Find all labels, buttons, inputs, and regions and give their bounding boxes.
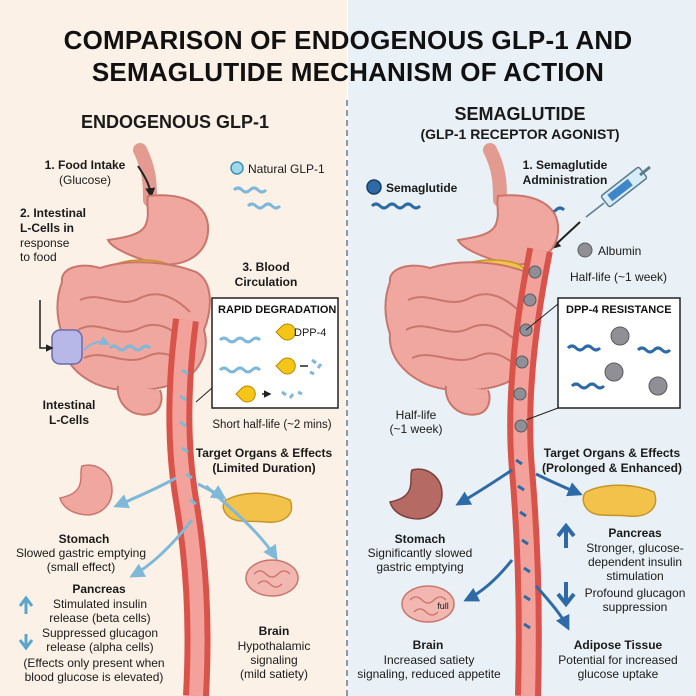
lcell-pointer-arrow: [40, 300, 52, 348]
right-stomach-title: Stomach: [350, 532, 490, 546]
natural-glp1-legend: Natural GLP-1: [248, 162, 344, 176]
dpp4-resistance-title: DPP-4 RESISTANCE: [566, 304, 672, 316]
step2-line-4: to food: [20, 250, 57, 264]
short-half-life: Short half-life (~2 mins): [200, 418, 344, 432]
left-lcell-cluster: [52, 330, 82, 364]
lcells-line-1: Intestinal: [24, 398, 114, 412]
albumin-label: Albumin: [598, 244, 678, 258]
right-brain-line-1: Increased satiety: [356, 653, 502, 667]
right-subheading: (GLP-1 RECEPTOR AGONIST): [380, 126, 660, 142]
left-stomach: [108, 195, 208, 264]
left-stomach-title: Stomach: [14, 532, 154, 546]
strong-glucagon-down-arrow: [558, 582, 574, 604]
right-pancreas-line-3: stimulation: [576, 569, 694, 583]
left-brain-line-3: (mild satiety): [224, 667, 324, 681]
right-targets-title: Target Organs & Effects: [534, 446, 690, 460]
semaglutide-legend-strand: [372, 204, 420, 208]
left-colon-bottom: [118, 386, 162, 415]
title-line-2: SEMAGLUTIDE MECHANISM OF ACTION: [0, 56, 696, 88]
left-targets-title: Target Organs & Effects: [188, 446, 340, 460]
right-targets-sub: (Prolonged & Enhanced): [534, 461, 690, 475]
adipose-line-2: glucose uptake: [548, 667, 688, 681]
half-life-line-2: (~1 week): [376, 422, 456, 436]
albumin-legend-icon: [578, 243, 592, 257]
right-stomach-small: [390, 469, 442, 519]
right-arrow-stomach: [458, 470, 512, 504]
right-pancreas-line-5: suppression: [576, 600, 694, 614]
strong-insulin-up-arrow: [558, 526, 574, 548]
right-esophagus: [490, 150, 500, 200]
step2-line-2: L-Cells in: [20, 221, 74, 235]
left-arrow-stomach: [116, 478, 176, 506]
brain-full-label: full: [432, 599, 454, 613]
right-heading: SEMAGLUTIDE: [400, 104, 640, 124]
insulin-up-arrow: [20, 598, 32, 614]
footnote-line-1: (Effects only present when: [6, 656, 182, 670]
adipose-line-1: Potential for increased: [548, 653, 688, 667]
right-brain-line-2: signaling, reduced appetite: [356, 667, 502, 681]
left-targets-sub: (Limited Duration): [188, 461, 340, 475]
food-intake-sub: (Glucose): [30, 173, 140, 187]
admin-line-1: 1. Semaglutide: [510, 158, 620, 172]
step3-line-1: 3. Blood: [226, 260, 306, 274]
left-heading: ENDOGENOUS GLP-1: [40, 112, 310, 132]
natural-glp1-strands: [234, 188, 280, 208]
right-pancreas-line-1: Stronger, glucose-: [576, 541, 694, 555]
left-pancreas-line-1: Stimulated insulin: [40, 597, 160, 611]
right-pancreas-line-2: dependent insulin: [576, 555, 694, 569]
admin-line-2: Administration: [510, 173, 620, 187]
page-title: COMPARISON OF ENDOGENOUS GLP-1 AND SEMAG…: [0, 24, 696, 88]
left-brain-line-2: signaling: [224, 653, 324, 667]
left-pancreas-title: Pancreas: [44, 582, 154, 596]
left-stomach-line-2: (small effect): [6, 560, 156, 574]
left-brain-organ: [246, 560, 298, 596]
half-life-line-1: Half-life: [376, 408, 456, 422]
half-life-top: Half-life (~1 week): [570, 270, 690, 284]
left-pancreas-line-3: Suppressed glucagon: [36, 626, 164, 640]
left-esophagus: [140, 150, 150, 200]
right-stomach-line-2: gastric emptying: [350, 560, 490, 574]
right-arrow-pancreas: [536, 474, 580, 494]
step2-line-3: response: [20, 236, 69, 250]
right-brain-title: Brain: [378, 638, 478, 652]
step3-line-2: Circulation: [226, 275, 306, 289]
left-pancreas-line-4: release (alpha cells): [36, 640, 164, 654]
right-stomach-line-1: Significantly slowed: [350, 546, 490, 560]
zoom-line-1: [196, 388, 212, 402]
semaglutide-legend: Semaglutide: [386, 181, 476, 195]
step2-line-1: 2. Intestinal: [20, 206, 86, 220]
left-pancreas-organ: [223, 493, 291, 522]
adipose-title: Adipose Tissue: [548, 638, 688, 652]
right-pancreas-line-4: Profound glucagon: [576, 586, 694, 600]
food-intake-label: 1. Food Intake: [30, 158, 140, 172]
right-pancreas-organ: [583, 485, 655, 516]
glucagon-down-arrow: [20, 634, 32, 648]
left-pancreas-line-2: release (beta cells): [40, 611, 160, 625]
natural-glp1-legend-icon: [231, 162, 243, 174]
left-brain-line-1: Hypothalamic: [224, 639, 324, 653]
lcells-line-2: L-Cells: [24, 413, 114, 427]
rapid-degradation-title: RAPID DEGRADATION: [218, 304, 336, 316]
semaglutide-legend-icon: [367, 180, 381, 194]
title-line-1: COMPARISON OF ENDOGENOUS GLP-1 AND: [0, 24, 696, 56]
dpp4-label: DPP-4: [294, 326, 338, 340]
left-stomach-small: [60, 465, 112, 515]
footnote-line-2: blood glucose is elevated): [6, 670, 182, 684]
left-stomach-line-1: Slowed gastric emptying: [6, 546, 156, 560]
left-brain-title: Brain: [224, 624, 324, 638]
right-pancreas-title: Pancreas: [590, 526, 680, 540]
